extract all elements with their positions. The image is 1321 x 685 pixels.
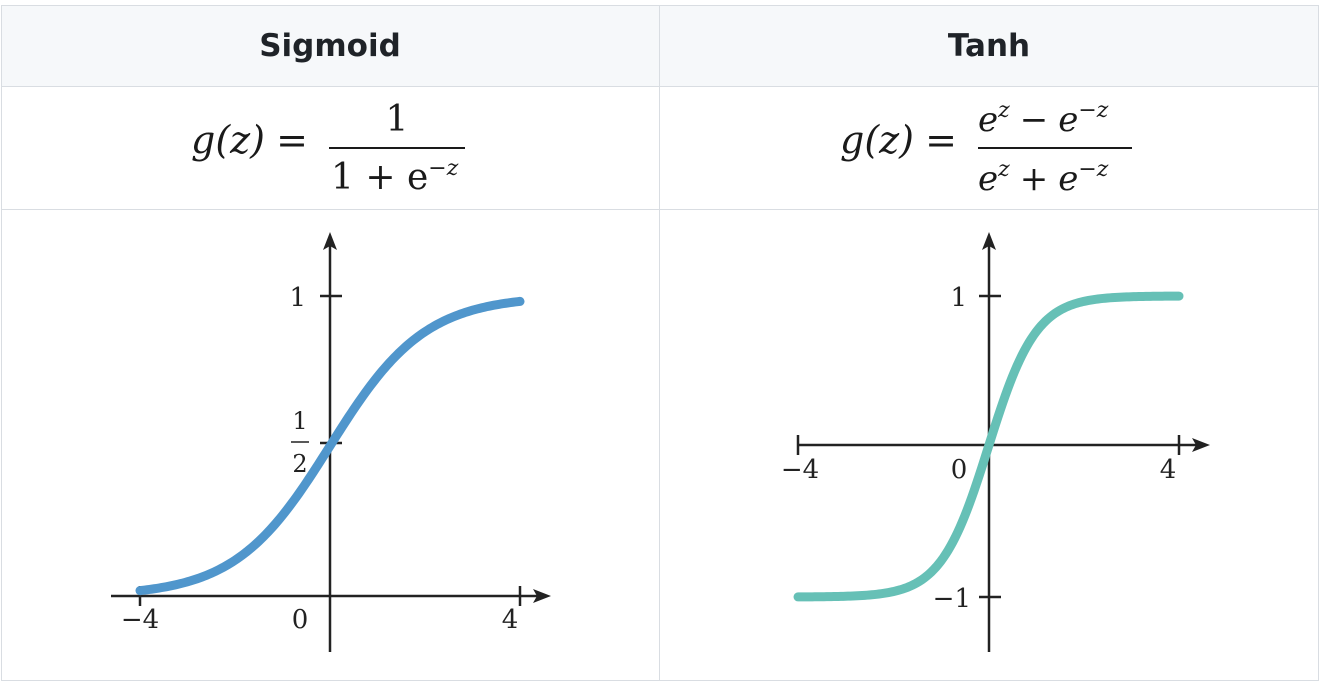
table-header-row [1,5,1319,86]
x-tick-label-neg4: −4 [121,605,159,635]
sigmoid-formula: g(z) = 1 1 + e−z [1,87,659,209]
y-tick-label-half-num: 1 [292,407,307,435]
formula-lhs: g(z) [840,118,914,162]
formula-numerator: ez−e−z [978,98,1109,140]
y-tick-label-1: 1 [289,283,306,313]
table-border-bottom [1,680,1319,681]
comparison-table: Sigmoid Tanh g(z) = 1 1 + e−z g(z) = ez−… [1,5,1319,681]
column-title-sigmoid: Sigmoid [259,27,401,64]
formula-denominator: 1 + e−z [331,156,459,198]
y-axis-arrowhead [982,232,996,250]
row-divider [1,86,1319,87]
x-tick-label-4: 4 [502,605,519,635]
tanh-plot: −4 0 4 1 −1 [660,210,1318,680]
table-border-right [1318,5,1319,681]
formula-equals: = [276,118,308,162]
x-tick-label-4: 4 [1160,455,1177,485]
row-divider [1,209,1319,210]
column-title-tanh: Tanh [947,27,1031,64]
table-border-left [1,5,2,681]
table-border-top [1,5,1319,6]
formula-denominator: ez+e−z [978,157,1109,199]
x-tick-label-neg4: −4 [781,455,819,485]
sigmoid-plot: −4 0 4 1 1 2 [1,210,659,680]
formula-equals: = [925,118,957,162]
tanh-formula: g(z) = ez−e−z ez+e−z [660,87,1318,209]
x-tick-label-0: 0 [292,605,309,635]
y-tick-label-neg1: −1 [933,584,971,614]
x-axis-arrowhead [533,589,551,603]
sigmoid-curve [135,296,525,596]
column-divider [659,5,660,681]
y-axis-arrowhead [323,232,337,250]
tanh-curve [793,291,1184,602]
formula-numerator: 1 [386,99,409,140]
x-tick-label-0: 0 [951,455,968,485]
x-axis-arrowhead [1192,438,1210,452]
y-tick-label-half-den: 2 [292,450,307,478]
formula-lhs: g(z) [191,118,265,162]
y-tick-label-1: 1 [950,283,967,313]
